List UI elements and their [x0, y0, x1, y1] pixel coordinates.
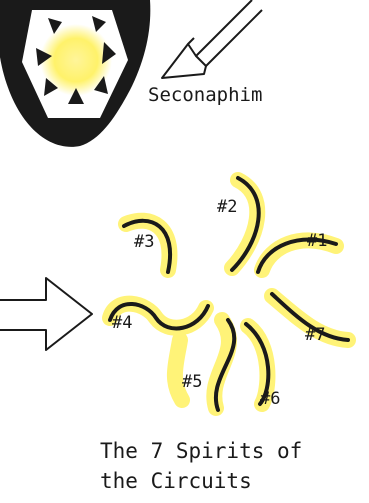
emblem-triangle: [102, 42, 116, 64]
emblem-triangle: [68, 88, 84, 104]
spirit-label-3: #3: [134, 232, 154, 252]
emblem-glow: [40, 24, 112, 96]
caption-line-2: the Circuits: [100, 469, 252, 493]
spirit-label-5: #5: [182, 372, 202, 392]
emblem-triangle: [48, 18, 62, 34]
spirit-5-stroke: [214, 318, 237, 412]
emblem-triangle: [44, 78, 58, 96]
seconaphim-label: Seconaphim: [148, 84, 262, 106]
spirit-label-4: #4: [112, 313, 132, 333]
spirit-1-stroke: [256, 237, 338, 274]
spirit-4-stroke: [108, 302, 210, 331]
emblem-triangle: [94, 76, 108, 94]
spirit-label-1: #1: [307, 231, 327, 251]
spirit-label-7: #7: [305, 325, 325, 345]
arrow-to-emblem: [161, 0, 263, 79]
spirit-label-6: #6: [260, 389, 280, 409]
spirit-7-stroke: [270, 292, 350, 342]
caption-line-1: The 7 Spirits of: [100, 439, 302, 463]
spirit-label-2: #2: [217, 197, 237, 217]
spirit-6-stroke: [244, 322, 271, 406]
seconaphim-emblem: [0, 0, 151, 147]
emblem-triangle: [92, 16, 106, 32]
spirits-cluster: #2 #1 #3 #4 #7 #5 #6: [102, 172, 356, 416]
arrow-to-spirits: [0, 277, 93, 351]
spirit-2-stroke: [230, 176, 261, 272]
emblem-triangle: [36, 48, 52, 66]
spirit-3-stroke: [122, 218, 172, 274]
